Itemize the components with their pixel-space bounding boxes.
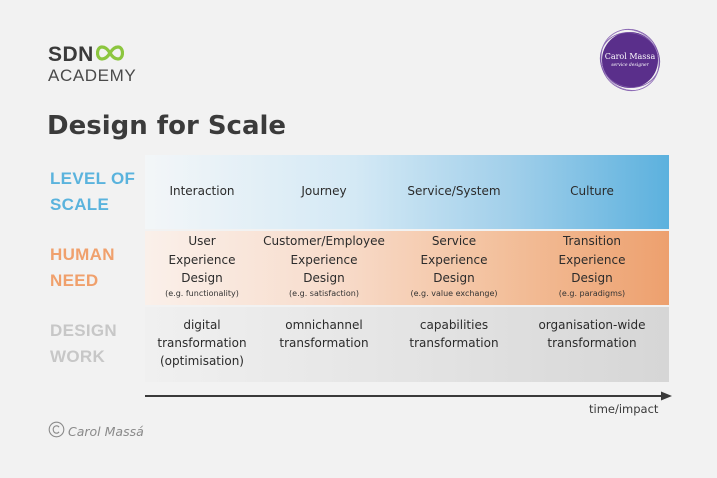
work-line: transformation xyxy=(547,336,637,350)
scale-cell-culture: Culture xyxy=(570,184,614,198)
row-label-line: NEED xyxy=(50,271,99,290)
work-line: transformation xyxy=(279,336,369,350)
need-example: (e.g. functionality) xyxy=(165,288,239,298)
need-line: Experience xyxy=(420,252,488,267)
need-line: Experience xyxy=(290,252,358,267)
badge-name: Carol Massa xyxy=(604,52,656,61)
need-cell-customer-employee-experience-design: Customer/Employee Experience Design (e.g… xyxy=(261,232,387,300)
need-line: Experience xyxy=(558,252,626,267)
work-line: digital xyxy=(183,318,221,332)
copyright-notice: Carol Massá xyxy=(48,421,144,442)
row-label-line: LEVEL OF xyxy=(50,169,136,188)
need-example: (e.g. paradigms) xyxy=(558,288,626,298)
work-cell-capabilities-transformation: capabilities transformation xyxy=(393,316,515,352)
need-line: Service xyxy=(431,234,477,248)
work-line: transformation xyxy=(409,336,499,350)
work-cell-digital-transformation: digital transformation (optimisation) xyxy=(147,316,257,370)
badge-circle xyxy=(602,32,658,88)
need-line: Design xyxy=(571,271,613,285)
need-line: Transition xyxy=(562,234,622,248)
work-line: organisation-wide xyxy=(538,318,646,332)
badge-swirl-icon xyxy=(599,28,661,92)
need-line: User xyxy=(188,234,216,248)
human-need-band xyxy=(145,231,669,305)
time-impact-arrow xyxy=(145,391,672,401)
carol-massa-badge: Carol Massa service designer xyxy=(597,27,663,93)
work-line: transformation xyxy=(157,336,247,350)
need-example: (e.g. value exchange) xyxy=(410,288,498,298)
work-cell-organisation-wide-transformation: organisation-wide transformation xyxy=(526,316,658,352)
need-cell-service-experience-design: Service Experience Design (e.g. value ex… xyxy=(393,232,515,300)
time-impact-label: time/impact xyxy=(589,402,659,416)
row-label-line: HUMAN xyxy=(50,245,115,264)
row-label-level-of-scale: LEVEL OF SCALE xyxy=(50,166,135,218)
need-example: (e.g. satisfaction) xyxy=(289,288,359,298)
scale-cell-journey: Journey xyxy=(301,184,347,198)
badge-subtitle: service designer xyxy=(611,63,649,68)
need-line: Customer/Employee xyxy=(263,234,385,248)
work-line: capabilities xyxy=(419,318,489,332)
row-label-human-need: HUMAN NEED xyxy=(50,242,115,294)
scale-cell-service-system: Service/System xyxy=(407,184,501,198)
copyright-icon xyxy=(48,421,65,442)
work-line: (optimisation) xyxy=(160,354,244,368)
level-of-scale-band xyxy=(145,155,669,229)
logo-academy-text: ACADEMY xyxy=(48,66,137,85)
design-work-band xyxy=(145,307,669,382)
sdn-academy-logo: SDN ACADEMY xyxy=(48,44,136,85)
work-line: omnichannel xyxy=(285,318,363,332)
row-label-line: WORK xyxy=(50,347,106,366)
row-label-line: DESIGN xyxy=(50,321,117,340)
need-line: Design xyxy=(433,271,475,285)
need-line: Design xyxy=(303,271,345,285)
need-cell-user-experience-design: User Experience Design (e.g. functionali… xyxy=(147,232,257,300)
need-line: Experience xyxy=(168,252,236,267)
infinity-icon xyxy=(95,44,124,66)
logo-sdn-text: SDN xyxy=(48,43,94,66)
need-line: Design xyxy=(181,271,223,285)
copyright-author: Carol Massá xyxy=(68,424,144,439)
row-label-design-work: DESIGN WORK xyxy=(50,318,117,370)
work-cell-omnichannel-transformation: omnichannel transformation xyxy=(261,316,387,352)
need-cell-transition-experience-design: Transition Experience Design (e.g. parad… xyxy=(526,232,658,300)
scale-cell-interaction: Interaction xyxy=(169,184,235,198)
page-title: Design for Scale xyxy=(47,111,287,141)
row-label-line: SCALE xyxy=(50,195,110,214)
